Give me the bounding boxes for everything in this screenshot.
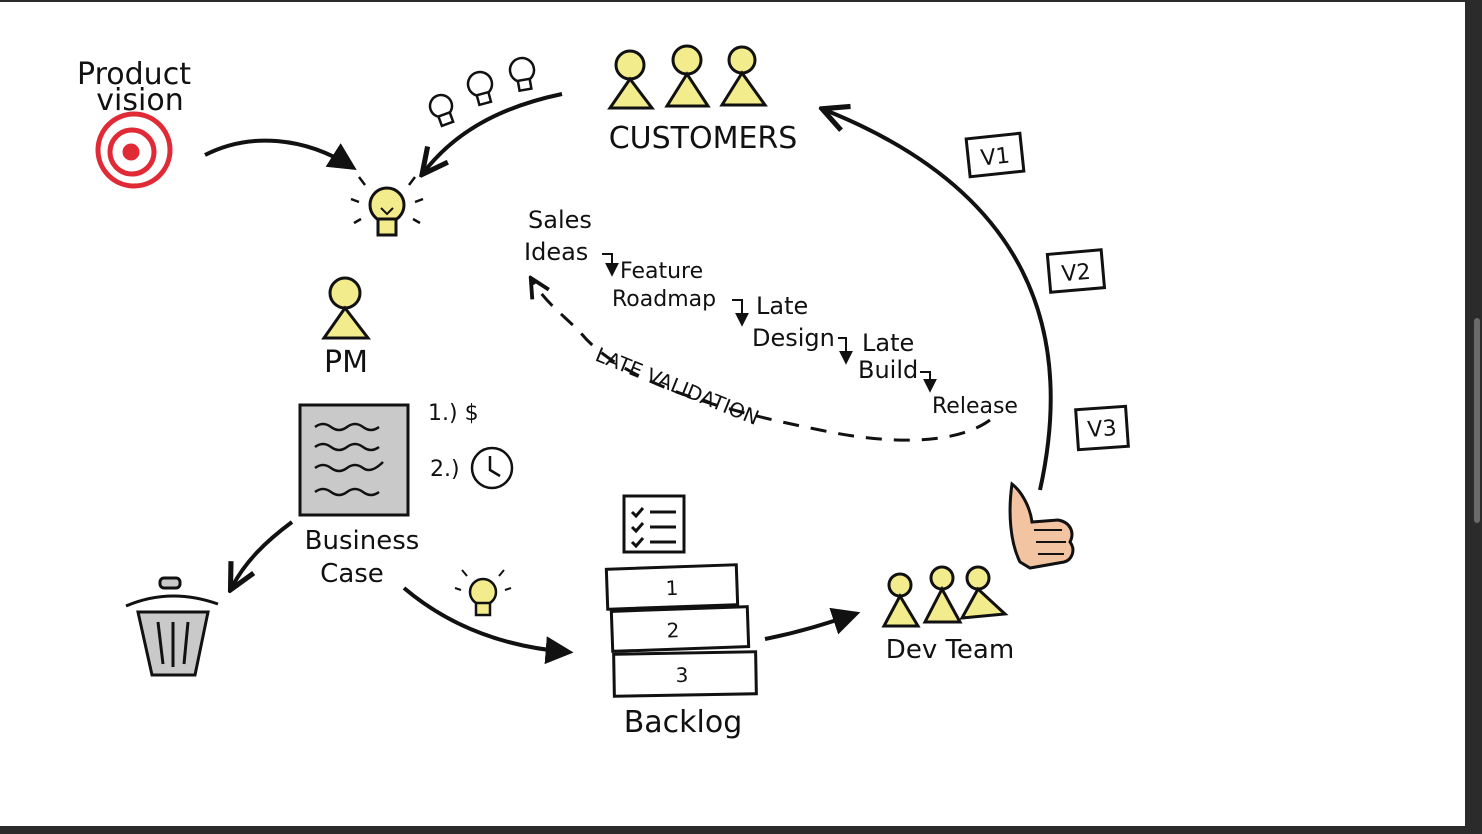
version-v1: V1	[964, 131, 1026, 179]
pm-label: PM	[324, 345, 368, 380]
release-label: Release	[932, 394, 1018, 419]
person-icon	[959, 565, 1009, 620]
bottom-edge-bar	[0, 826, 1465, 834]
backlog-item-2: 2	[609, 605, 751, 653]
backlog-to-dev-team-arrow	[764, 607, 861, 641]
clock-icon	[470, 446, 514, 490]
backlog-label: Backlog	[624, 705, 743, 740]
lightbulb-icon	[350, 176, 424, 237]
version-v3-label: V3	[1087, 416, 1118, 443]
person-icon	[881, 572, 921, 628]
vertical-scrollbar[interactable]	[1465, 0, 1482, 834]
item-money-label: 1.) $	[428, 401, 479, 426]
version-v1-label: V1	[980, 144, 1012, 172]
business-case-to-trash-arrow	[232, 520, 294, 587]
target-icon	[95, 111, 173, 189]
feedback-arc-arrow	[825, 110, 1053, 491]
sales-ideas-line2: Ideas	[524, 238, 588, 266]
waterfall-sequence: Sales Ideas Feature Roadmap Late Design …	[524, 206, 1018, 419]
person-icon	[321, 276, 372, 340]
backlog-item-3-label: 3	[675, 663, 688, 687]
person-icon	[922, 565, 963, 624]
product-vision-label: Product vision	[77, 57, 191, 118]
person-icon	[664, 44, 711, 108]
person-icon	[719, 45, 768, 107]
customers-to-idea-arrow	[424, 92, 563, 172]
business-case-to-backlog-arrow	[402, 586, 574, 665]
backlog-item-1-label: 1	[665, 576, 679, 600]
checklist-icon	[622, 494, 686, 554]
vision-to-idea-arrow	[204, 138, 357, 171]
backlog-item-1: 1	[604, 563, 740, 611]
late-build-line1: Late	[862, 329, 914, 357]
customers-group	[607, 44, 768, 110]
version-v2: V2	[1045, 248, 1107, 294]
document-icon	[298, 403, 410, 517]
idea-bulbs-icon	[428, 56, 536, 128]
late-validation-arrow	[532, 280, 991, 442]
backlog-item-3: 3	[612, 650, 758, 698]
business-case-line1: Business	[305, 526, 420, 556]
late-validation-label: LATE VALIDATION	[592, 342, 762, 429]
diagram-svg: Product vision CUSTOMERS V1 V2	[77, 44, 1130, 740]
lightbulb-icon	[454, 569, 512, 617]
person-icon	[607, 49, 656, 110]
feature-roadmap-line1: Feature	[620, 259, 703, 284]
trash-icon	[125, 576, 219, 677]
late-build-line2: Build	[858, 356, 918, 384]
item-time-label: 2.)	[430, 457, 460, 482]
late-design-line1: Late	[756, 292, 808, 320]
diagram-canvas: Product vision CUSTOMERS V1 V2	[0, 2, 1465, 826]
dev-team-label: Dev Team	[886, 635, 1014, 665]
sales-ideas-line1: Sales	[528, 206, 592, 234]
version-v2-label: V2	[1061, 260, 1092, 287]
late-design-line2: Design	[752, 324, 835, 352]
version-v3: V3	[1074, 404, 1130, 452]
scrollbar-thumb[interactable]	[1474, 318, 1480, 523]
backlog-item-2-label: 2	[666, 618, 680, 642]
dev-team-group	[881, 565, 1009, 628]
business-case-line2: Case	[320, 559, 384, 589]
feature-roadmap-line2: Roadmap	[612, 287, 716, 312]
product-vision-line1: Product	[77, 57, 191, 92]
customers-label: CUSTOMERS	[609, 121, 798, 156]
thumbs-up-icon	[1008, 481, 1075, 570]
